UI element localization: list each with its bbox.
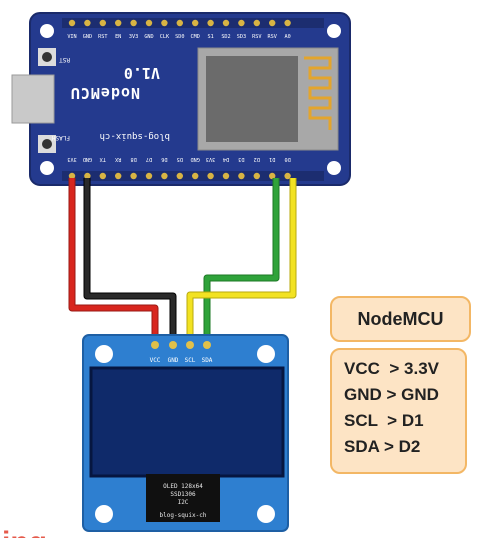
- oled-pin-label-scl: SCL: [185, 357, 196, 364]
- wires: [68, 178, 297, 342]
- bottom-pin: [284, 172, 291, 180]
- top-pin-label: SD3: [237, 34, 246, 40]
- antenna-trace: [304, 56, 332, 130]
- top-pin-label: 3V3: [129, 34, 138, 40]
- usb-port: [11, 74, 55, 124]
- oled-pin-label-sda: SDA: [202, 357, 213, 364]
- oled-website: blog-squix-ch: [160, 512, 207, 519]
- top-pin: [68, 19, 76, 27]
- top-pin-label: A0: [284, 34, 290, 40]
- bottom-pin-label: D7: [146, 156, 152, 162]
- bottom-pin-label: D0: [284, 156, 290, 162]
- bottom-pin: [115, 172, 122, 180]
- bottom-pin: [99, 172, 107, 180]
- top-pin-label: SD2: [221, 34, 230, 40]
- top-pin: [207, 19, 214, 27]
- mapping-scl: SCL > D1: [344, 411, 424, 430]
- partial-heading-text: ing: [2, 526, 47, 538]
- top-pin-label: EN: [115, 34, 121, 40]
- top-pin: [84, 19, 91, 27]
- bottom-pin-label: D6: [161, 156, 167, 162]
- top-pin: [253, 19, 260, 27]
- bottom-pin: [68, 172, 76, 180]
- top-pin: [99, 19, 107, 27]
- top-pin-label: GND: [144, 34, 153, 40]
- top-pin: [284, 19, 291, 27]
- legend-title-card: NodeMCU: [330, 296, 471, 342]
- oled-pin-labels: VCC GND SCL SDA: [150, 357, 213, 364]
- board-name: NodeMCU: [70, 84, 140, 102]
- bottom-pin-label: GND: [191, 156, 200, 162]
- mapping-vcc: VCC > 3.3V: [344, 359, 439, 378]
- top-pin-label: S1: [207, 34, 213, 40]
- bottom-pin-label: TX: [99, 156, 106, 162]
- bottom-pin: [269, 172, 276, 180]
- top-pin-label: RST: [98, 34, 107, 40]
- top-pin-label: SD0: [175, 34, 184, 40]
- top-pin-label: CLK: [160, 34, 170, 40]
- board-version: V1.0: [124, 64, 160, 82]
- bottom-pin-label: RX: [114, 156, 121, 162]
- esp-module: [197, 47, 339, 151]
- legend-mapping-card: VCC > 3.3V GND > GND SCL > D1 SDA > D2: [330, 348, 467, 474]
- top-pin: [176, 19, 183, 27]
- bottom-pin-label: D2: [254, 156, 260, 162]
- top-pin-label: CMD: [191, 34, 200, 40]
- bottom-pin: [84, 172, 91, 180]
- bottom-pin-label: D4: [223, 156, 229, 162]
- top-pin: [115, 19, 122, 27]
- bottom-pin-label: D8: [130, 156, 136, 162]
- oled-chip-line-3: I2C: [178, 499, 189, 506]
- bottom-pin-label: 3V3: [206, 156, 215, 162]
- oled-chip-line-2: SSD1306: [170, 491, 196, 498]
- wire-black-gnd: [83, 178, 177, 342]
- oled-chip: [146, 474, 220, 522]
- bottom-pin: [192, 172, 199, 180]
- top-pin: [238, 19, 245, 27]
- top-pin-label: GND: [83, 34, 92, 40]
- bottom-pin: [145, 172, 153, 180]
- bottom-pin-label: GND: [83, 156, 92, 162]
- top-pin: [222, 19, 230, 27]
- mapping-gnd: GND > GND: [344, 385, 439, 404]
- top-pin-label: VIN: [67, 34, 76, 40]
- bottom-pin: [238, 172, 245, 180]
- bottom-pin-row: [68, 172, 291, 180]
- top-pin: [161, 19, 168, 27]
- rst-button[interactable]: [38, 48, 56, 66]
- oled-screen: [89, 366, 285, 478]
- bottom-pin: [222, 172, 230, 180]
- bottom-pin-labels: 3V3 GND TX RX D8 D7 D6 D5 GND 3V3 D4 D3 D2 D1 D0: [67, 156, 290, 162]
- top-pin: [269, 19, 276, 27]
- bottom-pin: [207, 172, 214, 180]
- legend-title: NodeMCU: [357, 308, 444, 329]
- flash-button[interactable]: [38, 135, 56, 153]
- top-pin-labels: VIN GND RST EN 3V3 GND CLK SD0 CMD S1 SD2 SD3 RSV RSV…: [67, 34, 290, 40]
- wire-green-scl: [203, 178, 280, 342]
- oled-pin-label-gnd: GND: [168, 357, 179, 364]
- bottom-pin-label: D1: [269, 156, 275, 162]
- top-pin: [192, 19, 199, 27]
- oled-pin-label-vcc: VCC: [150, 357, 161, 364]
- bottom-pin: [176, 172, 183, 180]
- bottom-pin: [130, 172, 137, 180]
- flash-label: FLASH: [52, 134, 70, 141]
- bottom-pin: [253, 172, 260, 180]
- rst-label: RST: [59, 56, 70, 63]
- top-pin: [145, 19, 153, 27]
- oled-board: VCC GND SCL SDA OLED 128x64 SSD1306 I2C blo…: [82, 334, 289, 532]
- bottom-pin-label: D5: [177, 156, 183, 162]
- top-pin: [130, 19, 137, 27]
- top-pin-label: RSV: [252, 34, 261, 40]
- bottom-pin: [161, 172, 168, 180]
- bottom-pin-label: D3: [238, 156, 244, 162]
- oled-chip-line-1: OLED 128x64: [163, 483, 203, 490]
- board-website: blog-squix-ch: [100, 131, 170, 141]
- mapping-sda: SDA > D2: [344, 437, 421, 456]
- top-pin-row: [68, 19, 291, 27]
- top-pin-label: RSV: [268, 34, 277, 40]
- bottom-pin-label: 3V3: [67, 156, 76, 162]
